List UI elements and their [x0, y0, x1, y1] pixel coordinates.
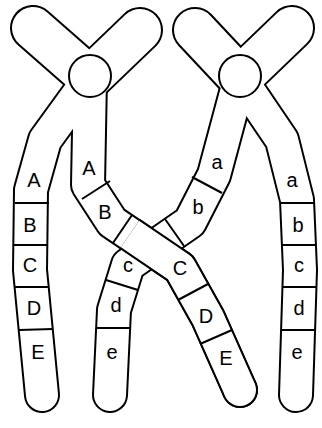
segment-divider [19, 329, 53, 330]
gene-label: D [27, 298, 41, 318]
gene-label: a [286, 170, 297, 190]
chromatid [240, 78, 300, 395]
centromeres [69, 55, 261, 97]
gene-label: e [106, 342, 117, 362]
segment-divider [192, 177, 222, 193]
segment-divider [200, 330, 232, 344]
centromere [69, 55, 111, 97]
chromatid [88, 78, 240, 390]
segment-divider [15, 202, 49, 204]
gene-label: A [27, 170, 40, 190]
gene-label: D [199, 306, 213, 326]
segment-divider [281, 329, 315, 331]
gene-label: b [192, 197, 203, 217]
chromatid [130, 234, 240, 390]
segment-divider [13, 244, 47, 246]
chromatid [130, 234, 240, 390]
chromatid-fills [30, 28, 300, 395]
segment-divider [82, 181, 110, 199]
segment-divider [15, 286, 49, 288]
centromere [219, 55, 261, 97]
gene-label: d [293, 298, 304, 318]
gene-label: b [292, 215, 303, 235]
gene-label: E [219, 348, 232, 368]
gene-label: e [291, 342, 302, 362]
chromatid-outlines [30, 28, 300, 395]
segment-divider [97, 327, 131, 329]
gene-label: c [294, 255, 304, 275]
segment-divider [282, 286, 316, 288]
chromatid [110, 78, 240, 395]
gene-label: A [82, 158, 95, 178]
chromatid [240, 78, 300, 395]
crossing-chromatid [130, 234, 258, 408]
gene-label: B [23, 215, 36, 235]
gene-label: d [110, 295, 121, 315]
chromatid [110, 78, 240, 395]
gene-label: E [31, 342, 44, 362]
chromatid-end [224, 374, 256, 406]
segment-divider [281, 202, 315, 204]
gene-label: C [23, 255, 37, 275]
gene-label: B [98, 202, 111, 222]
segment-divider [178, 284, 208, 300]
gene-label: C [173, 258, 187, 278]
segment-divider [282, 244, 316, 246]
gene-label: c [123, 255, 133, 275]
gene-label: a [211, 152, 222, 172]
segment-divider [106, 280, 138, 290]
